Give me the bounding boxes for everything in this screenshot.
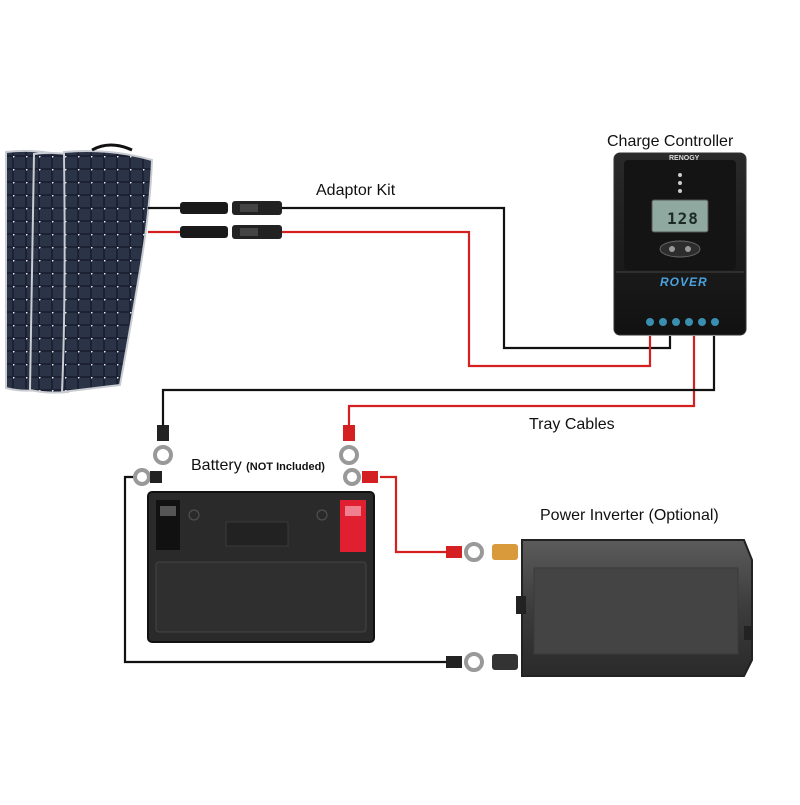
inverter-negative-wire — [123, 475, 446, 664]
tray-cable-terminals — [133, 425, 378, 486]
inverter-positive-terminal — [446, 542, 518, 562]
mc4-connector-negative — [180, 201, 282, 215]
controller-model: ROVER — [660, 275, 708, 289]
power-inverter — [446, 539, 753, 677]
control-buttons — [659, 240, 701, 258]
solar-panels — [5, 143, 154, 394]
adaptor-kit-label: Adaptor Kit — [316, 182, 396, 199]
lcd-readout: 128 — [667, 209, 699, 228]
tray-positive-terminal — [339, 425, 359, 465]
controller-terminals — [646, 318, 719, 326]
battery-note: (NOT Included) — [246, 461, 325, 473]
wiring — [123, 206, 716, 664]
adaptor-negative-wire — [148, 206, 672, 350]
tray-negative-terminal — [153, 425, 173, 465]
tray-cables-label: Tray Cables — [529, 416, 615, 433]
status-leds — [678, 173, 682, 193]
mc4-connector-positive — [180, 225, 282, 239]
charge-controller — [613, 152, 747, 336]
charge-controller-label: Charge Controller — [607, 133, 734, 150]
tray-positive-wire — [347, 336, 696, 425]
solar-panel-3 — [60, 143, 154, 394]
adaptor-positive-wire — [148, 230, 652, 368]
adaptor-kit — [180, 201, 282, 239]
battery-positive-terminal — [340, 500, 366, 552]
tray-negative-wire — [161, 336, 716, 425]
inverter-positive-wire — [380, 475, 446, 554]
lcd-display — [651, 199, 709, 233]
battery-label: Battery (NOT Included) — [191, 457, 325, 475]
battery-label-text: Battery — [191, 457, 242, 474]
power-inverter-label: Power Inverter (Optional) — [540, 507, 719, 524]
battery — [147, 491, 375, 643]
inverter-negative-terminal — [446, 652, 518, 672]
controller-brand: RENOGY — [669, 155, 700, 162]
